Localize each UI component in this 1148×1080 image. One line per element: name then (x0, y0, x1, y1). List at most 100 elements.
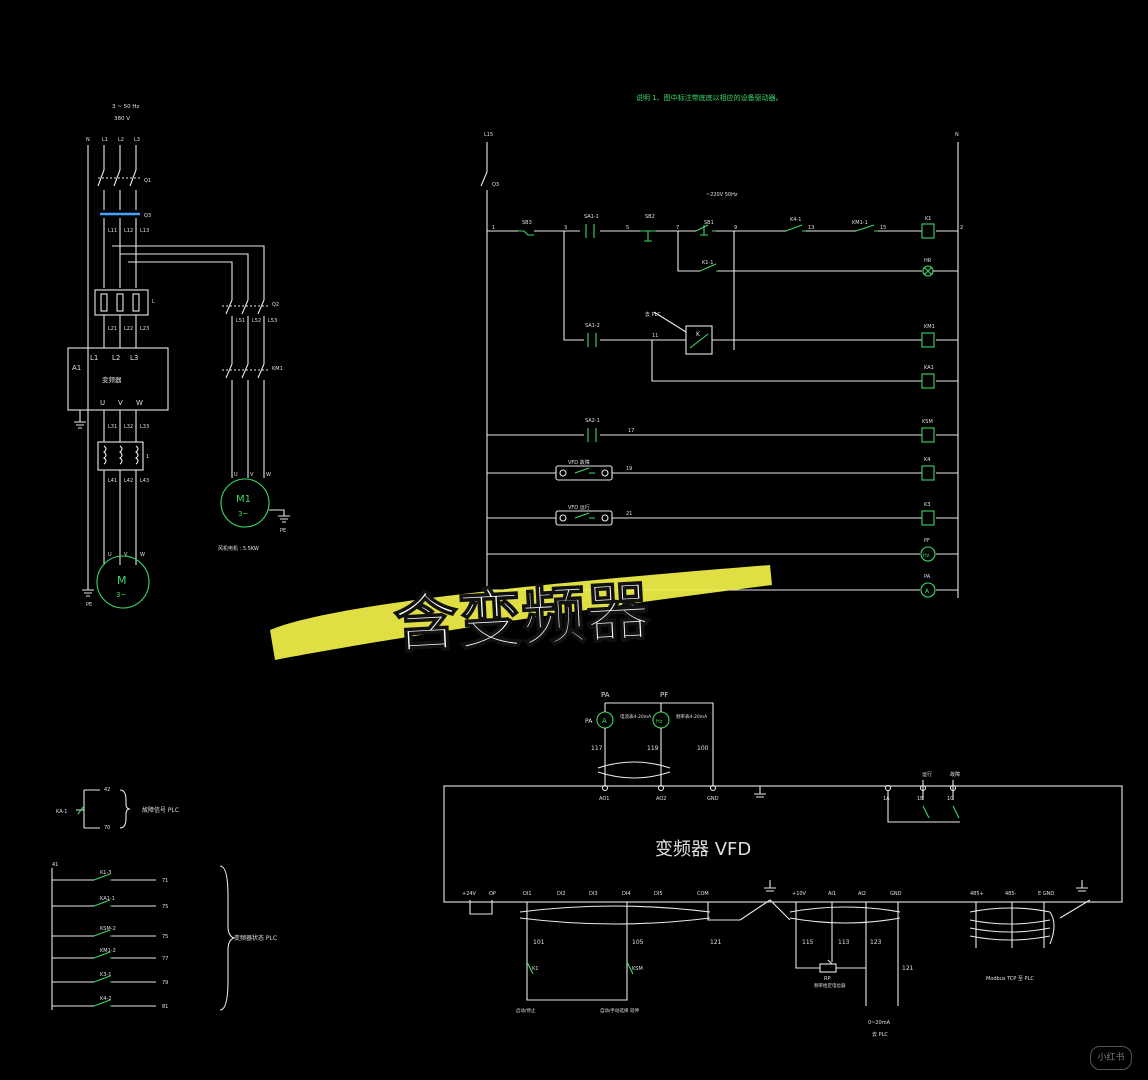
svg-text:19: 19 (626, 466, 632, 472)
svg-text:KSM: KSM (632, 966, 643, 972)
svg-text:A1: A1 (72, 364, 81, 372)
plc-row: KA1-1 75 (52, 896, 168, 910)
svg-text:故障信号 PLC: 故障信号 PLC (142, 806, 179, 814)
svg-text:L2: L2 (118, 137, 124, 143)
svg-text:Q1: Q1 (144, 178, 151, 184)
svg-text:L: L (152, 299, 155, 305)
svg-text:SB1: SB1 (704, 220, 714, 226)
svg-text:L2: L2 (112, 354, 120, 362)
control-circuit: 说明 1、图中标注带底底以相应的设备驱动器。 L15 N ~220V 50Hz … (480, 93, 963, 598)
svg-text:17: 17 (628, 428, 634, 434)
svg-text:故障: 故障 (950, 771, 960, 778)
drawing-note: 说明 1、图中标注带底底以相应的设备驱动器。 (636, 93, 783, 102)
svg-text:VFD 故障: VFD 故障 (568, 459, 590, 466)
svg-text:79: 79 (162, 980, 168, 986)
svg-text:KA-1: KA-1 (56, 809, 68, 815)
svg-text:V: V (118, 399, 123, 407)
svg-text:L3: L3 (134, 137, 140, 143)
svg-text:GND: GND (707, 796, 719, 802)
svg-text:L1: L1 (102, 137, 108, 143)
m1-rating: 风机电机 : 5.5KW (218, 545, 259, 552)
svg-text:VFD 运行: VFD 运行 (568, 504, 590, 511)
svg-text:Q3: Q3 (492, 182, 499, 188)
svg-text:DI4: DI4 (622, 891, 631, 897)
svg-text:K: K (696, 331, 701, 338)
svg-text:AI1: AI1 (828, 891, 836, 897)
svg-text:变频器状态 PLC: 变频器状态 PLC (234, 934, 277, 942)
vfd-terminal-diagram: PA PF A PA Hz 电流表4-20mA 频率表4-20mA 117 11… (443, 691, 1123, 1038)
svg-text:OP: OP (489, 891, 496, 897)
svg-text:119: 119 (647, 745, 659, 752)
svg-text:K1-1: K1-1 (702, 260, 713, 266)
svg-text:KM1: KM1 (272, 366, 283, 372)
plc-row: K1-3 71 (52, 870, 168, 884)
svg-text:3: 3 (564, 225, 567, 231)
svg-text:L15: L15 (484, 132, 493, 138)
svg-text:启动/停止: 启动/停止 (516, 1007, 536, 1014)
svg-text:105: 105 (632, 939, 644, 946)
svg-text:SA1-2: SA1-2 (585, 323, 600, 329)
svg-text:3~: 3~ (238, 510, 248, 518)
svg-text:E GND: E GND (1038, 891, 1054, 897)
svg-text:77: 77 (162, 956, 168, 962)
svg-text:K3: K3 (924, 502, 930, 508)
svg-text:V: V (124, 552, 128, 558)
svg-text:W: W (136, 399, 143, 407)
svg-text:变频器: 变频器 (102, 375, 122, 384)
svg-text:1: 1 (492, 225, 495, 231)
svg-text:K4-1: K4-1 (790, 217, 801, 223)
svg-text:PE: PE (86, 602, 92, 608)
vfd-title: 变频器 VFD (655, 839, 751, 860)
svg-text:L43: L43 (140, 478, 149, 484)
svg-text:N: N (955, 132, 959, 138)
svg-text:7: 7 (676, 225, 679, 231)
svg-text:75: 75 (162, 904, 168, 910)
svg-text:KSM: KSM (922, 419, 933, 425)
svg-text:L32: L32 (124, 424, 133, 430)
svg-text:2: 2 (960, 225, 963, 231)
svg-text:1B: 1B (917, 796, 924, 802)
title-banner: 含变频器 (270, 565, 772, 663)
svg-text:AO1: AO1 (599, 796, 609, 802)
svg-text:M: M (117, 574, 127, 587)
svg-text:DI2: DI2 (557, 891, 566, 897)
svg-text:70: 70 (104, 825, 110, 831)
svg-text:KM1: KM1 (924, 324, 935, 330)
svg-text:去 PLC: 去 PLC (872, 1031, 888, 1038)
svg-text:L1: L1 (90, 354, 98, 362)
svg-text:3~: 3~ (116, 591, 126, 599)
svg-text:RP: RP (824, 976, 831, 982)
svg-text:5: 5 (626, 225, 629, 231)
motor-m1 (220, 478, 270, 528)
banner-highlight (270, 565, 772, 660)
svg-text:频率给定电位器: 频率给定电位器 (814, 982, 846, 989)
svg-text:121: 121 (902, 965, 914, 972)
svg-text:1A: 1A (883, 796, 890, 802)
svg-text:9: 9 (734, 225, 737, 231)
svg-text:100: 100 (697, 745, 709, 752)
svg-text:K1: K1 (925, 216, 931, 222)
svg-text:Hz: Hz (656, 719, 663, 725)
svg-text:U: U (108, 552, 112, 558)
motor-m (96, 555, 150, 609)
svg-text:自动/手动选择 延伸: 自动/手动选择 延伸 (600, 1007, 639, 1014)
plc-row: KSM-2 75 (52, 926, 168, 940)
svg-text:Q3: Q3 (144, 213, 151, 219)
svg-text:W: W (140, 552, 145, 558)
svg-text:DI5: DI5 (654, 891, 663, 897)
svg-text:L3: L3 (130, 354, 138, 362)
svg-text:+24V: +24V (462, 891, 477, 897)
svg-text:K4: K4 (924, 457, 930, 463)
svg-text:L23: L23 (140, 326, 149, 332)
svg-text:K1-3: K1-3 (100, 870, 111, 876)
watermark-badge: 小红书 (1090, 1046, 1132, 1070)
svg-text:0~20mA: 0~20mA (868, 1020, 891, 1026)
svg-text:SA1-1: SA1-1 (584, 214, 599, 220)
svg-text:117: 117 (591, 745, 603, 752)
svg-text:AO2: AO2 (656, 796, 666, 802)
svg-text:L12: L12 (124, 228, 133, 234)
svg-text:41: 41 (52, 862, 58, 868)
svg-text:U: U (234, 472, 238, 478)
svg-text:PE: PE (280, 528, 286, 534)
